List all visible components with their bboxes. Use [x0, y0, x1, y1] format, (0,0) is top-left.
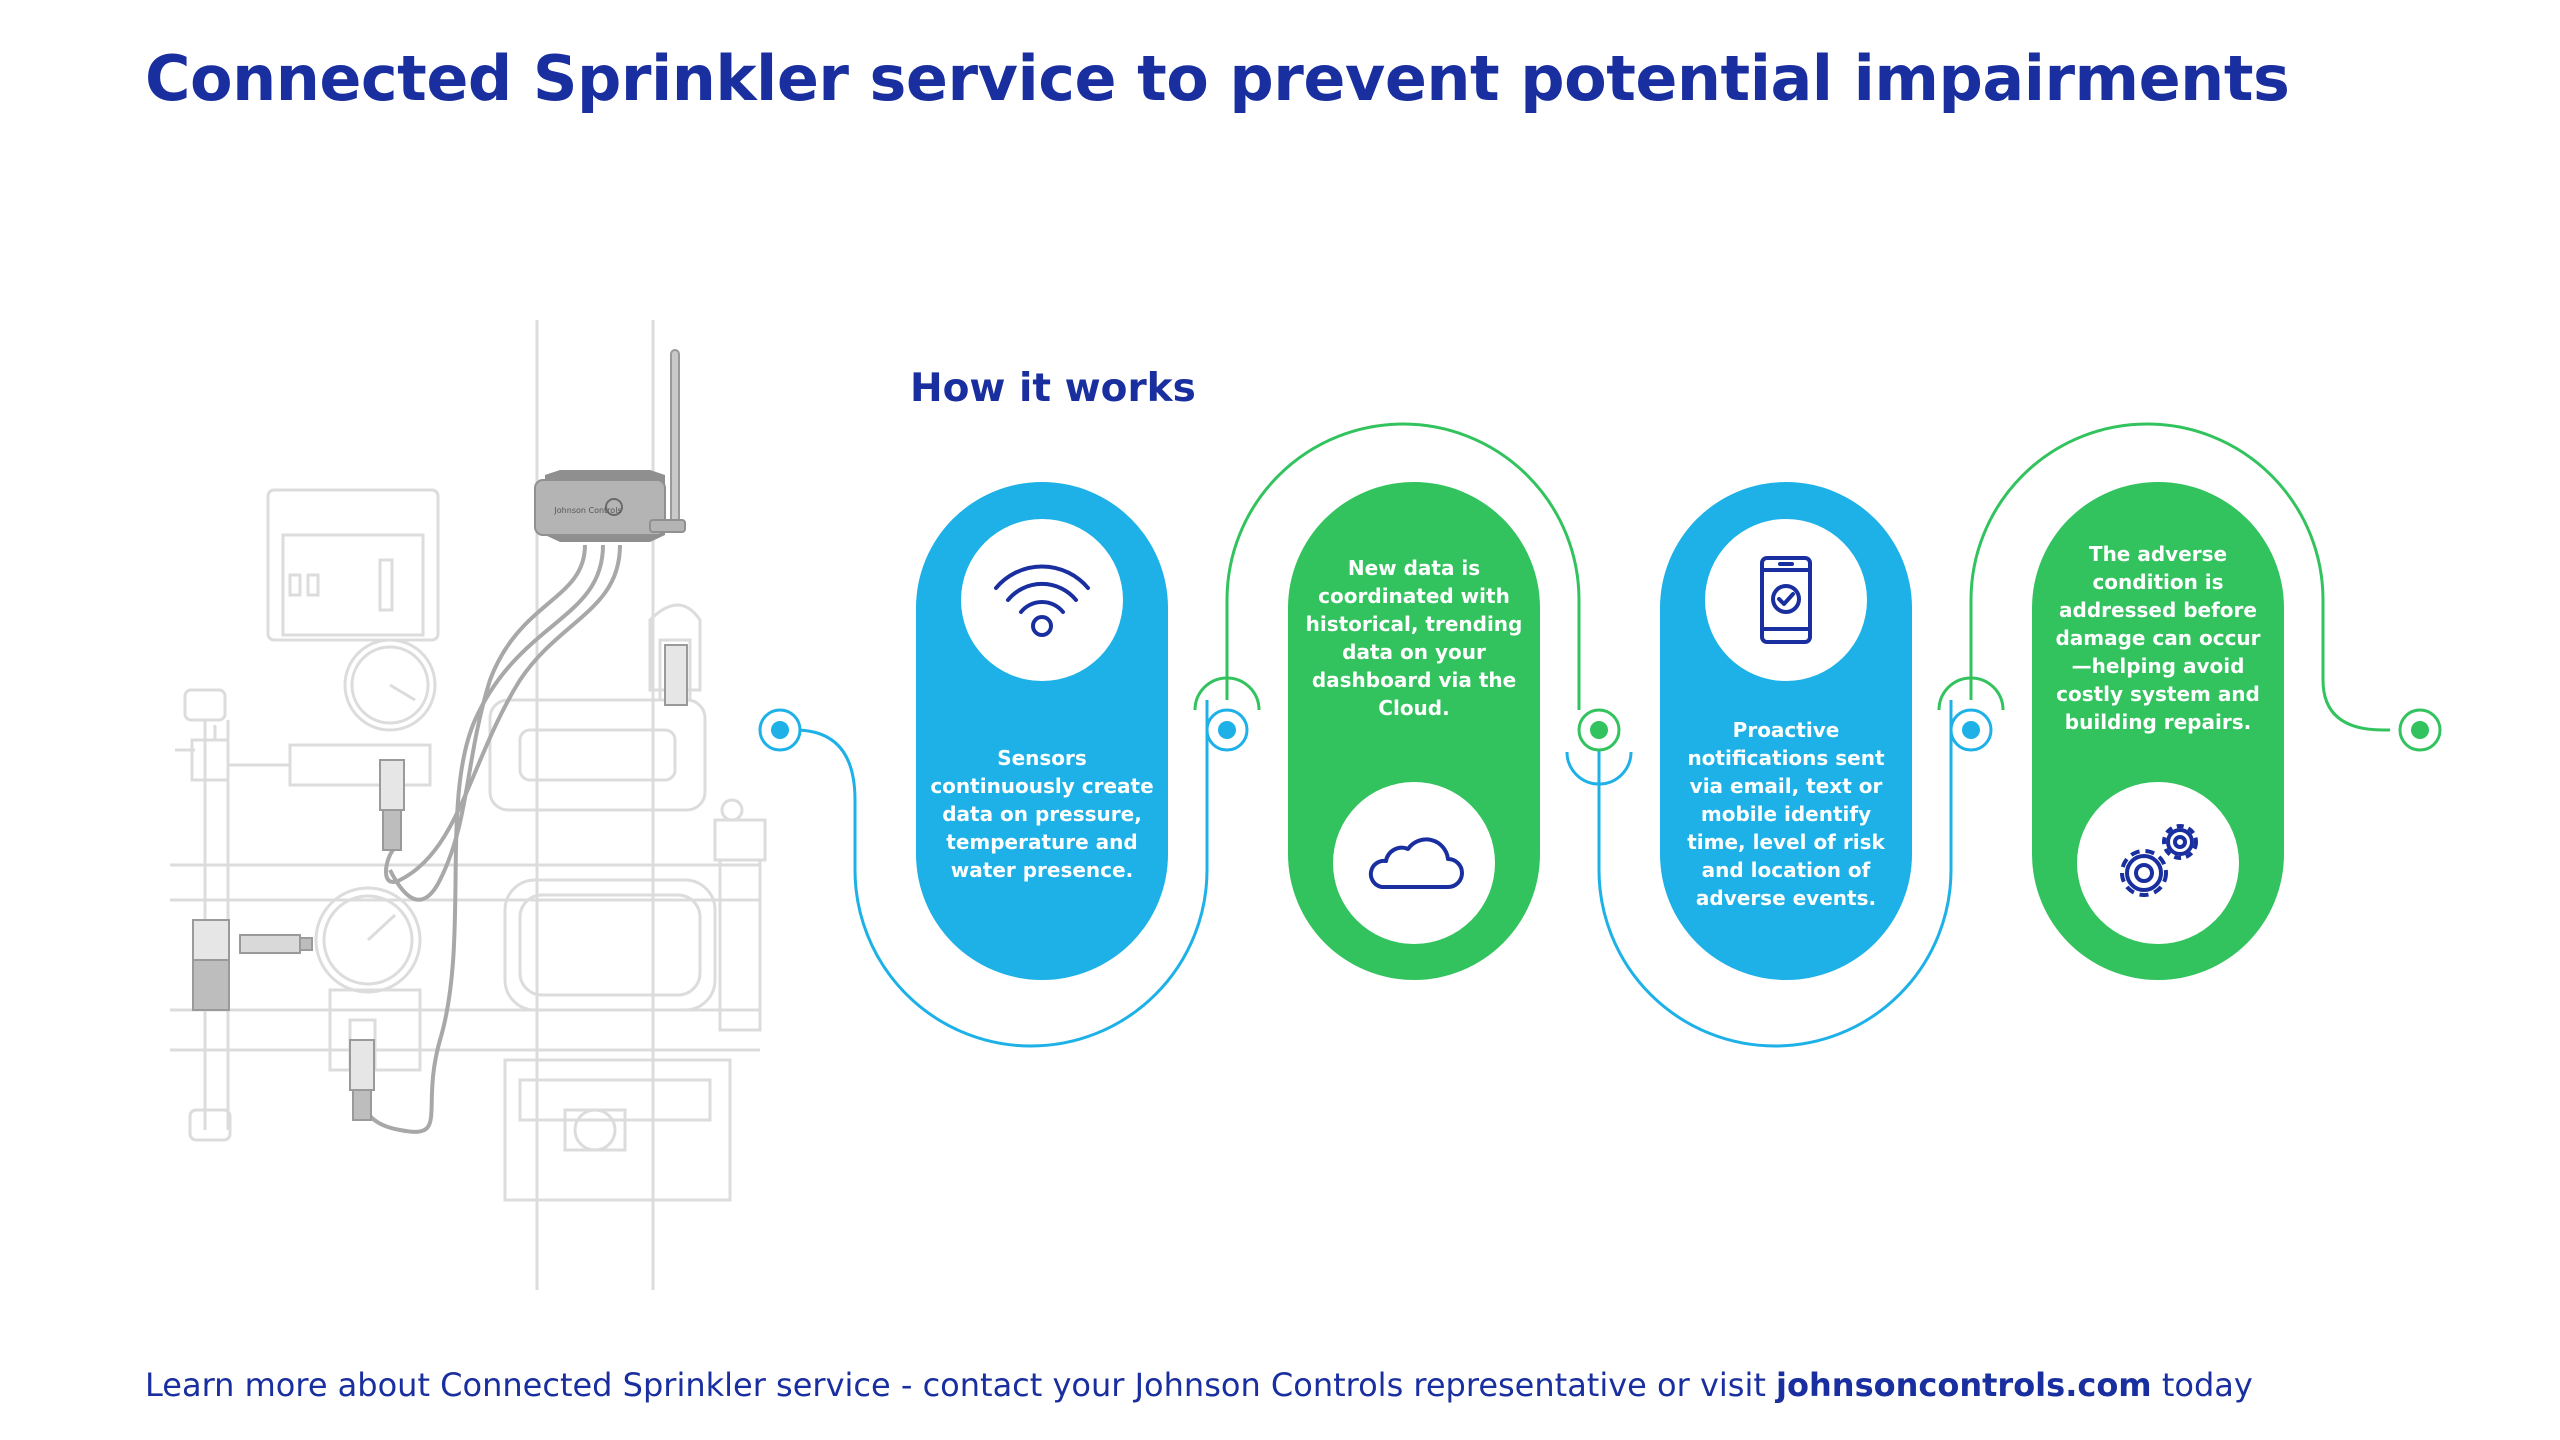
- step-2-card: New data is coordinated with historical,…: [1288, 482, 1540, 980]
- step-4-icon-circle: [2077, 782, 2239, 944]
- step-3-text: Proactive notifications sent via email, …: [1687, 718, 1885, 910]
- footer-cta: Learn more about Connected Sprinkler ser…: [145, 1366, 2253, 1404]
- flow-line-blue: [794, 700, 1209, 1048]
- step-2-text: New data is coordinated with historical,…: [1305, 556, 1523, 720]
- section-subtitle: How it works: [910, 366, 1196, 411]
- sensor-devices: [192, 644, 688, 1121]
- step-3-card: Proactive notifications sent via email, …: [1660, 482, 1912, 980]
- flow-line-blue-2: [1597, 700, 1953, 1048]
- step-1-icon-circle: [961, 519, 1123, 681]
- sensor-cables: [358, 544, 622, 1134]
- footer-text-end: today: [2151, 1366, 2253, 1404]
- flow-node-start: [758, 708, 802, 752]
- flow-node-3: [1937, 676, 2005, 752]
- step-1-text: Sensors continuously create data on pres…: [930, 746, 1154, 882]
- flow-node-end: [2398, 708, 2442, 752]
- wifi-icon: [994, 564, 1090, 637]
- sprinkler-riser-illustration: [170, 320, 767, 1290]
- footer-link[interactable]: johnsoncontrols.com: [1776, 1366, 2152, 1404]
- step-4-text: The adverse condition is addressed befor…: [2055, 542, 2261, 734]
- step-3-icon-circle: [1705, 519, 1867, 681]
- footer-text: Learn more about Connected Sprinkler ser…: [145, 1366, 1777, 1404]
- flow-node-2: [1565, 708, 1633, 786]
- page-title: Connected Sprinkler service to prevent p…: [145, 42, 2290, 115]
- device-label: Johnson Controls: [553, 506, 621, 515]
- step-1-card: Sensors continuously create data on pres…: [916, 482, 1168, 980]
- cloud-icon: [1368, 837, 1464, 889]
- step-2-icon-circle: [1333, 782, 1495, 944]
- smartphone-check-icon: [1760, 556, 1812, 644]
- flow-line-green-2: [1969, 422, 2390, 732]
- step-4-card: The adverse condition is addressed befor…: [2032, 482, 2284, 980]
- gateway-device: Johnson Controls: [534, 349, 686, 542]
- flow-line-green: [1225, 422, 1581, 710]
- flow-node-1: [1193, 676, 1261, 752]
- gears-icon: [2120, 824, 2198, 897]
